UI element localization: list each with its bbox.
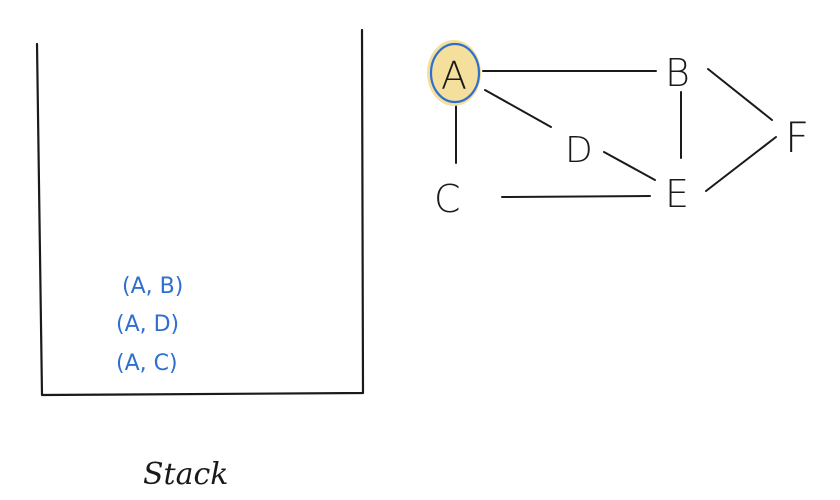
node-d: D [565, 130, 593, 171]
node-f: F [785, 113, 809, 162]
node-a-highlight [427, 40, 481, 106]
node-c: C [434, 177, 461, 221]
stack-container [35, 28, 365, 397]
edge-d-e [603, 151, 656, 181]
stack-item-middle: (A, D) [116, 312, 179, 337]
stack-items: (A, B) (A, D) (A, C) [116, 274, 183, 376]
graph-edges [455, 68, 777, 198]
stack-item-top: (A, B) [122, 274, 183, 299]
edge-c-e [501, 195, 651, 198]
stack-item-bottom: (A, C) [116, 351, 178, 376]
node-e: E [665, 172, 689, 216]
edge-a-d [484, 89, 552, 128]
stack-label: Stack [143, 457, 228, 492]
edge-e-f [705, 136, 777, 192]
edge-b-f [707, 68, 773, 121]
node-b: B [665, 51, 690, 95]
graph-nodes: A B C D E F [434, 51, 809, 221]
node-a: A [441, 54, 467, 98]
